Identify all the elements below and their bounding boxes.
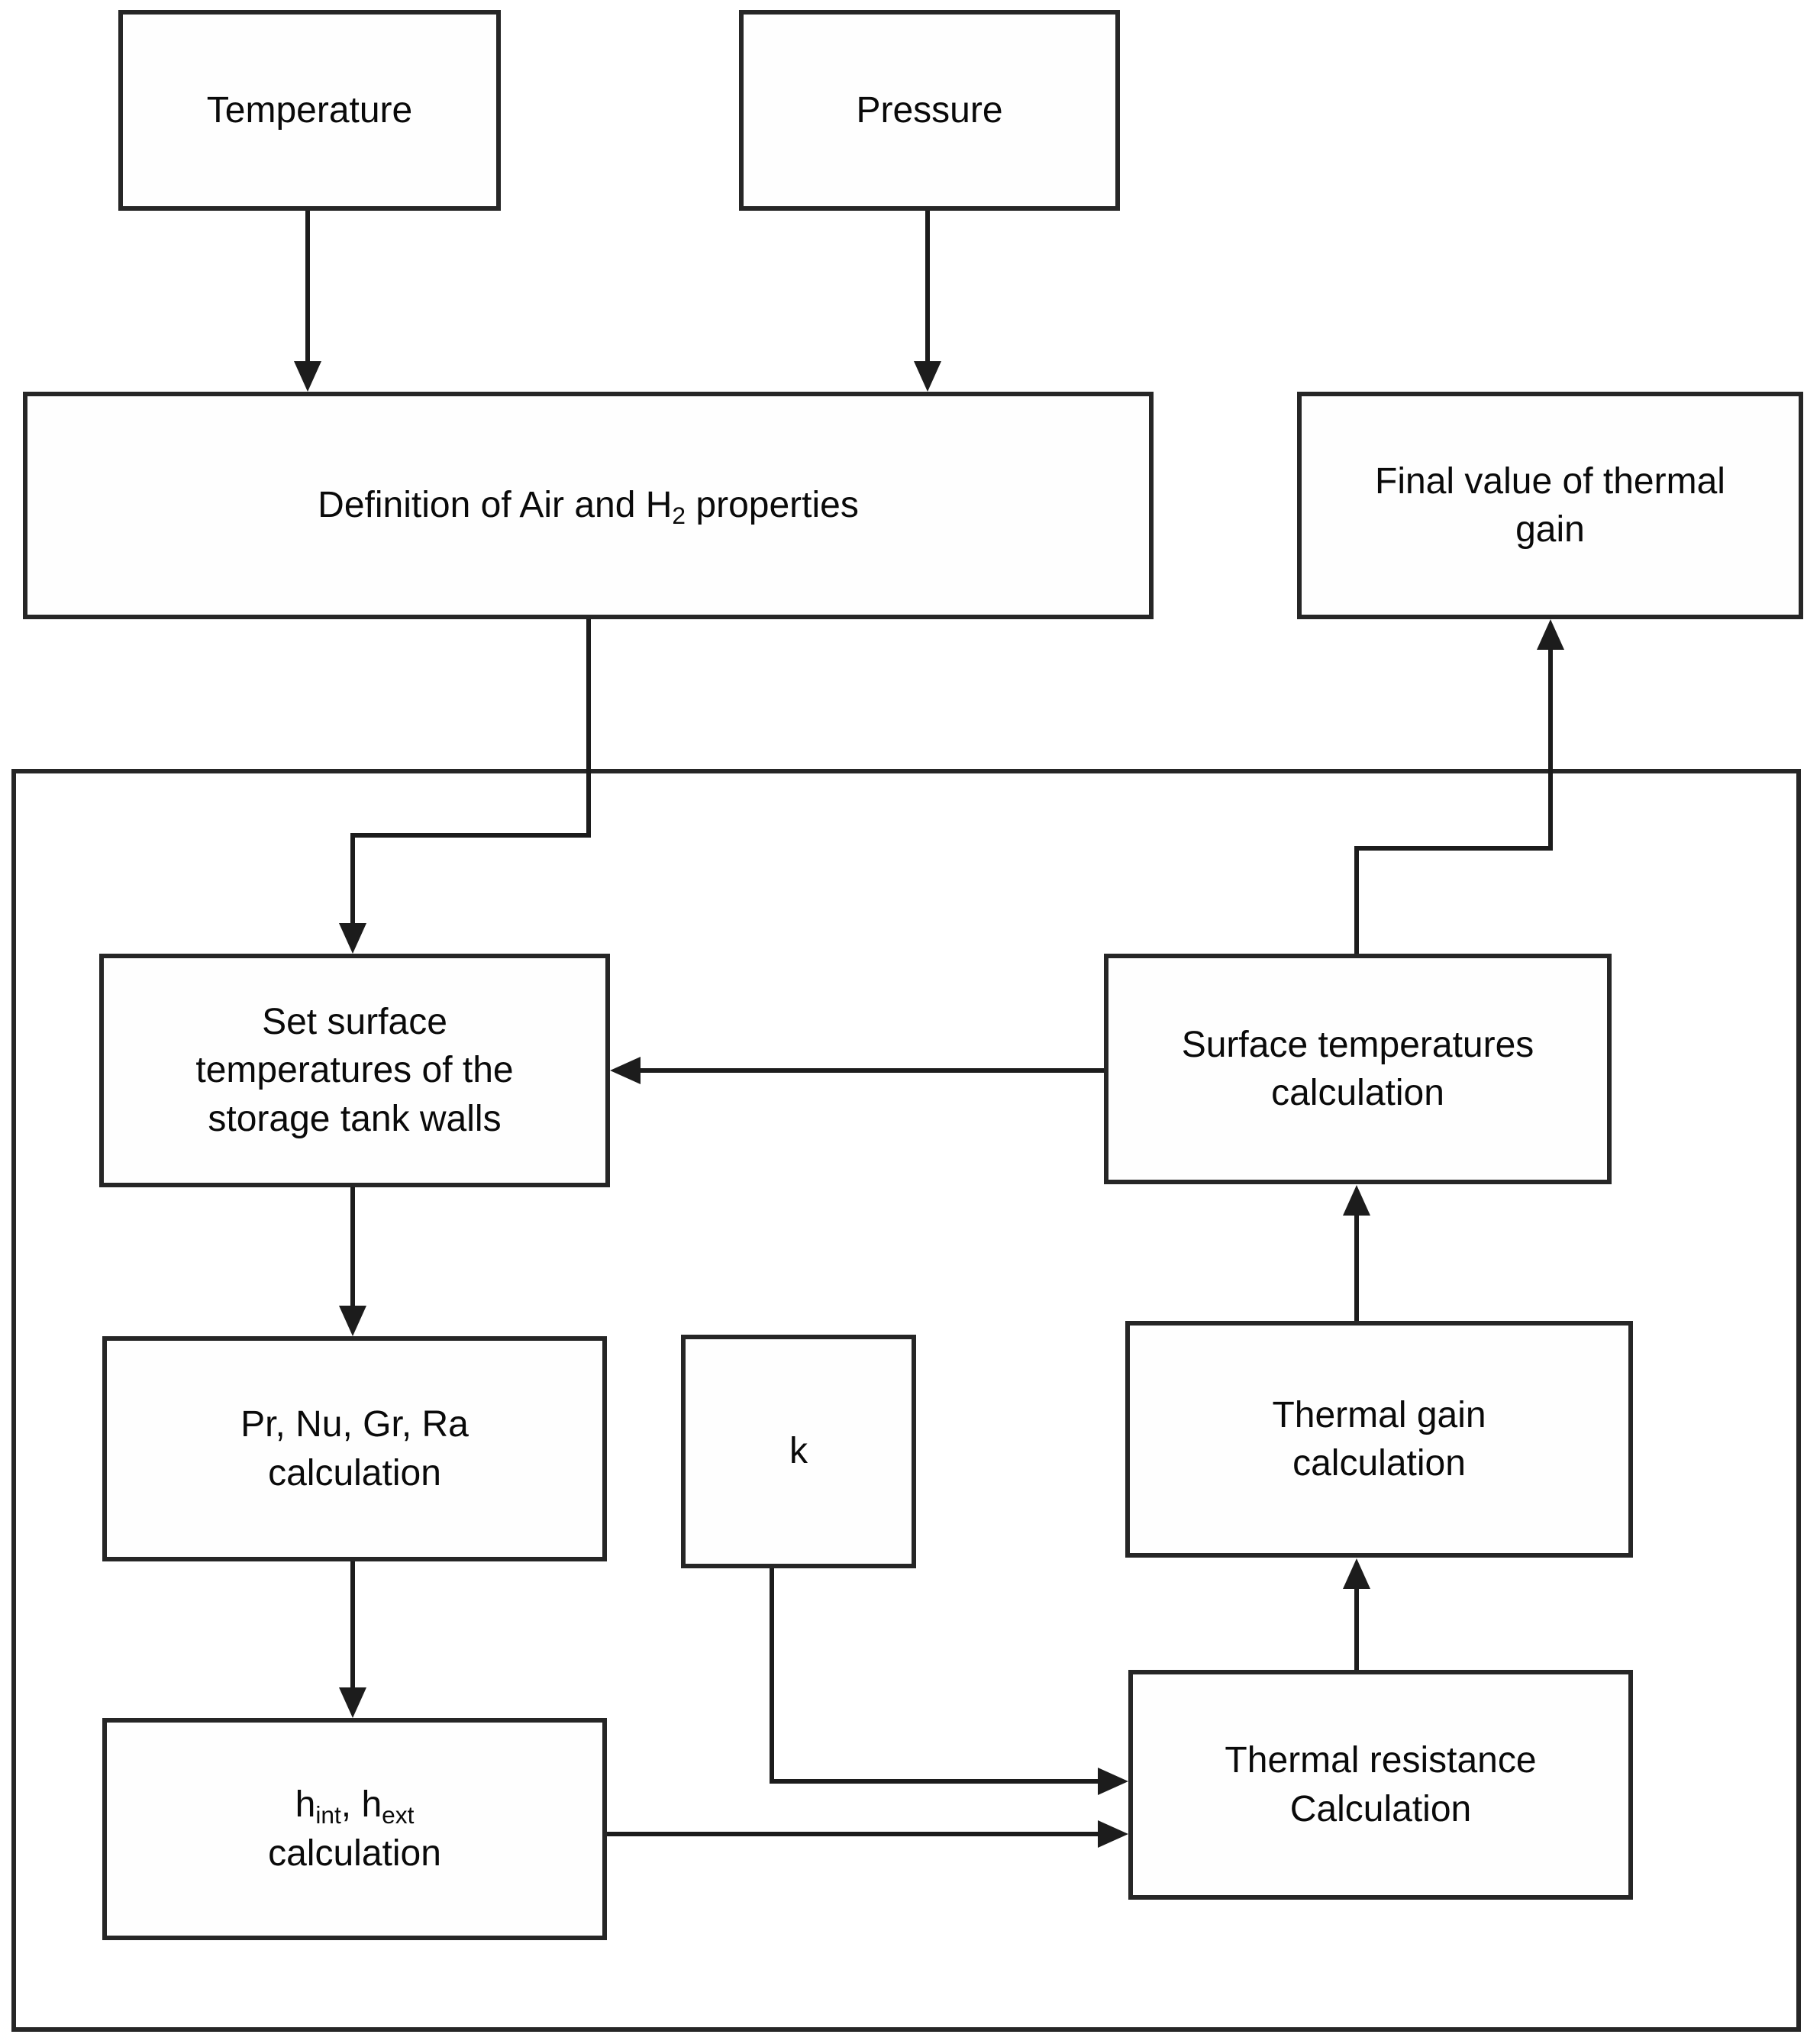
arrowhead-down <box>339 923 366 954</box>
line-segment <box>350 1561 355 1690</box>
line-segment <box>770 1568 774 1784</box>
node-thermal-gain-calculation: Thermal gain calculation <box>1125 1321 1633 1558</box>
arrowhead-left <box>610 1057 641 1084</box>
line-segment <box>1354 1584 1359 1670</box>
line-segment <box>1354 846 1359 954</box>
node-k-label: k <box>789 1431 808 1472</box>
node-final-thermal-gain-label: Final value of thermal gain <box>1375 460 1725 550</box>
node-h-int-ext-calculation-label: hint, hext calculation <box>268 1784 441 1874</box>
node-pressure-label: Pressure <box>856 89 1003 131</box>
node-thermal-resistance-calculation-label: Thermal resistance Calculation <box>1225 1740 1537 1829</box>
arrowhead-down <box>339 1306 366 1336</box>
line-segment <box>1354 1212 1359 1321</box>
node-k: k <box>681 1335 916 1568</box>
node-pressure: Pressure <box>739 10 1120 211</box>
node-h-int-ext-calculation: hint, hext calculation <box>102 1718 607 1940</box>
line-segment <box>350 833 591 838</box>
node-set-surface-temperatures-label: Set surface temperatures of the storage … <box>195 1001 514 1139</box>
node-final-thermal-gain: Final value of thermal gain <box>1297 392 1803 619</box>
arrowhead-right <box>1098 1768 1128 1795</box>
node-surface-temperatures-calculation: Surface temperatures calculation <box>1104 954 1612 1184</box>
node-set-surface-temperatures: Set surface temperatures of the storage … <box>99 954 610 1187</box>
line-segment <box>638 1068 1104 1073</box>
line-segment <box>1548 647 1553 851</box>
line-segment <box>305 211 310 366</box>
node-pr-nu-gr-ra-calculation: Pr, Nu, Gr, Ra calculation <box>102 1336 607 1561</box>
arrowhead-down <box>294 361 321 392</box>
line-segment <box>586 619 591 838</box>
arrowhead-down <box>339 1687 366 1718</box>
node-thermal-resistance-calculation: Thermal resistance Calculation <box>1128 1670 1633 1900</box>
arrowhead-right <box>1098 1820 1128 1848</box>
line-segment <box>770 1779 1102 1784</box>
line-segment <box>350 833 355 926</box>
arrowhead-up <box>1537 619 1564 650</box>
node-temperature-label: Temperature <box>206 89 413 131</box>
arrowhead-down <box>914 361 941 392</box>
node-definition-air-h2-label: Definition of Air and H2 properties <box>318 485 859 530</box>
node-pr-nu-gr-ra-calculation-label: Pr, Nu, Gr, Ra calculation <box>240 1404 469 1493</box>
iteration-loop-container <box>11 769 1801 2032</box>
arrowhead-up <box>1343 1185 1370 1216</box>
line-segment <box>1354 846 1553 851</box>
line-segment <box>350 1187 355 1308</box>
arrowhead-up <box>1343 1558 1370 1589</box>
node-definition-air-h2: Definition of Air and H2 properties <box>23 392 1154 619</box>
node-temperature: Temperature <box>118 10 501 211</box>
line-segment <box>925 211 930 366</box>
node-thermal-gain-calculation-label: Thermal gain calculation <box>1272 1394 1486 1484</box>
node-surface-temperatures-calculation-label: Surface temperatures calculation <box>1181 1024 1534 1113</box>
line-segment <box>607 1832 1102 1836</box>
